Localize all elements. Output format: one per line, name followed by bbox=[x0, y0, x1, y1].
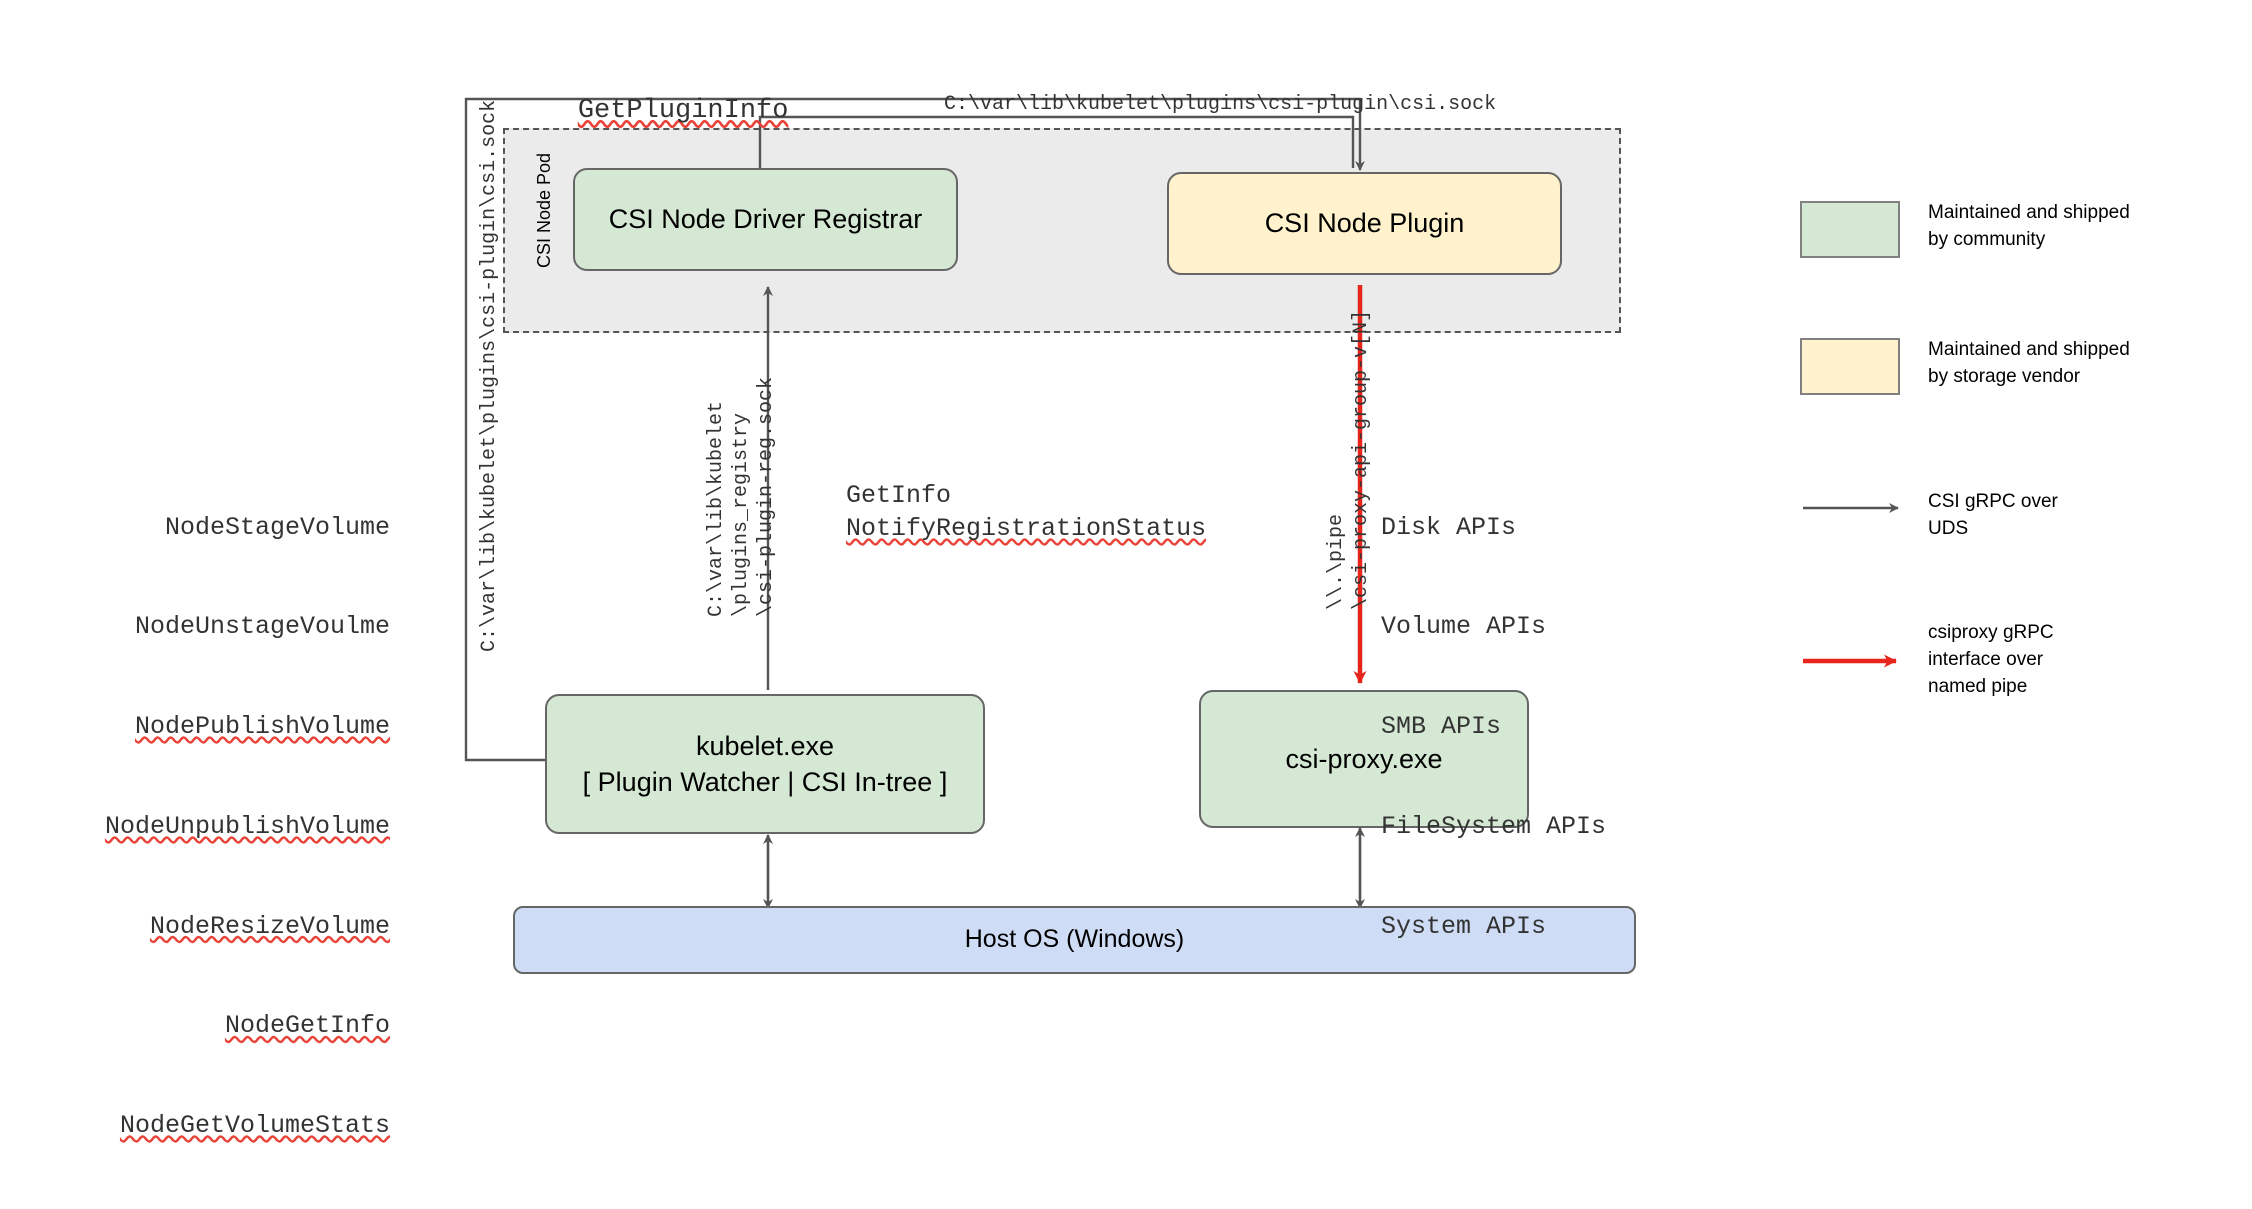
list-item: NodeStageVolume bbox=[60, 511, 390, 544]
label-text: GetInfo bbox=[846, 481, 952, 510]
legend-line: Maintained and shipped bbox=[1928, 202, 2130, 223]
legend-line: by storage vendor bbox=[1928, 365, 2081, 387]
list-item: NodeUnpublishVolume bbox=[60, 810, 390, 843]
csi-proxy-api-list: Disk APIs Volume APIs SMB APIs FileSyste… bbox=[1381, 444, 1701, 1009]
legend-swatch-community bbox=[1800, 201, 1900, 258]
label-text: C:\var\lib\kubelet\plugins\csi-plugin\cs… bbox=[944, 93, 1497, 116]
op-label: NodeUnpublishVolume bbox=[104, 811, 390, 841]
csi-node-pod-label: CSI Node Pod bbox=[534, 152, 554, 268]
list-item: NodeUnstageVoulme bbox=[60, 610, 390, 643]
label-text: \csi-proxy-api-group-v[N] bbox=[1350, 309, 1373, 610]
legend-line: named pipe bbox=[1928, 675, 2028, 697]
legend-line: UDS bbox=[1928, 517, 1969, 539]
label-text: \csi-plugin-reg.sock bbox=[755, 376, 778, 617]
list-item: Volume APIs bbox=[1381, 612, 1547, 642]
op-label: NodeStageVolume bbox=[164, 512, 390, 542]
list-item: NodePublishVolume bbox=[60, 710, 390, 743]
list-item: NodeGetInfo bbox=[60, 1009, 390, 1042]
node-label: csi-proxy.exe bbox=[1285, 743, 1443, 774]
op-label: NodeUnstageVoulme bbox=[134, 612, 390, 642]
legend-line: Maintained and shipped bbox=[1928, 339, 2130, 360]
list-item: NodeGetVolumeStats bbox=[60, 1109, 390, 1142]
op-label: NodeResizeVolume bbox=[149, 911, 390, 941]
label-csi-sock-path-vertical: C:\var\lib\kubelet\plugins\csi-plugin\cs… bbox=[455, 100, 524, 700]
list-item: NodeResizeVolume bbox=[60, 910, 390, 943]
diagram-canvas: CSI Node Pod bbox=[105, 66, 2178, 1140]
legend-line: CSI gRPC over bbox=[1928, 491, 2058, 512]
label-text: GetPluginInfo bbox=[577, 96, 789, 126]
node-csi-node-plugin[interactable]: CSI Node Plugin bbox=[1167, 172, 1562, 275]
list-item: FileSystem APIs bbox=[1381, 811, 1607, 841]
node-host-os[interactable]: Host OS (Windows) bbox=[513, 906, 1636, 974]
node-label-line1: kubelet.exe bbox=[695, 730, 835, 761]
node-label: CSI Node Plugin bbox=[1264, 208, 1465, 239]
list-item: Disk APIs bbox=[1381, 512, 1517, 542]
list-item: System APIs bbox=[1381, 911, 1547, 941]
node-operations-list: NodeStageVolume NodeUnstageVoulme NodePu… bbox=[60, 444, 390, 1209]
legend-arrow-csiproxy-icon bbox=[1803, 654, 1897, 668]
legend-label-csiproxy: csiproxy gRPC interface over named pipe bbox=[1928, 620, 2178, 701]
label-get-info: GetInfo bbox=[786, 452, 951, 539]
legend-line: by community bbox=[1928, 228, 2046, 250]
node-label: Host OS (Windows) bbox=[964, 925, 1185, 954]
list-item: SMB APIs bbox=[1381, 712, 1502, 741]
op-label: NodeGetInfo bbox=[224, 1011, 390, 1041]
label-text: C:\var\lib\kubelet\plugins\csi-plugin\cs… bbox=[478, 99, 501, 652]
op-label: NodePublishVolume bbox=[134, 712, 390, 741]
node-csi-node-driver-registrar[interactable]: CSI Node Driver Registrar bbox=[573, 168, 958, 271]
op-label: NodeGetVolumeStats bbox=[119, 1111, 390, 1140]
label-text: NotifyRegistrationStatus bbox=[846, 514, 1207, 543]
label-get-plugin-info: GetPluginInfo bbox=[513, 66, 789, 156]
legend-label-community: Maintained and shipped by community bbox=[1928, 200, 2178, 254]
node-csi-proxy-exe[interactable]: csi-proxy.exe bbox=[1199, 690, 1529, 828]
legend-label-uds: CSI gRPC over UDS bbox=[1928, 489, 2178, 543]
legend-line: interface over bbox=[1928, 648, 2044, 670]
label-csi-sock-path-top: C:\var\lib\kubelet\plugins\csi-plugin\cs… bbox=[896, 70, 1496, 139]
node-label: CSI Node Driver Registrar bbox=[608, 204, 923, 235]
node-kubelet-exe[interactable]: kubelet.exe [ Plugin Watcher | CSI In-tr… bbox=[545, 694, 985, 834]
node-label-line2: [ Plugin Watcher | CSI In-tree ] bbox=[582, 767, 948, 797]
legend-arrow-uds-icon bbox=[1803, 503, 1899, 513]
legend-label-storage-vendor: Maintained and shipped by storage vendor bbox=[1928, 337, 2178, 391]
label-notify-registration-status: NotifyRegistrationStatus bbox=[786, 485, 1206, 572]
legend-swatch-storage-vendor bbox=[1800, 338, 1900, 395]
legend-line: csiproxy gRPC bbox=[1928, 622, 2054, 643]
